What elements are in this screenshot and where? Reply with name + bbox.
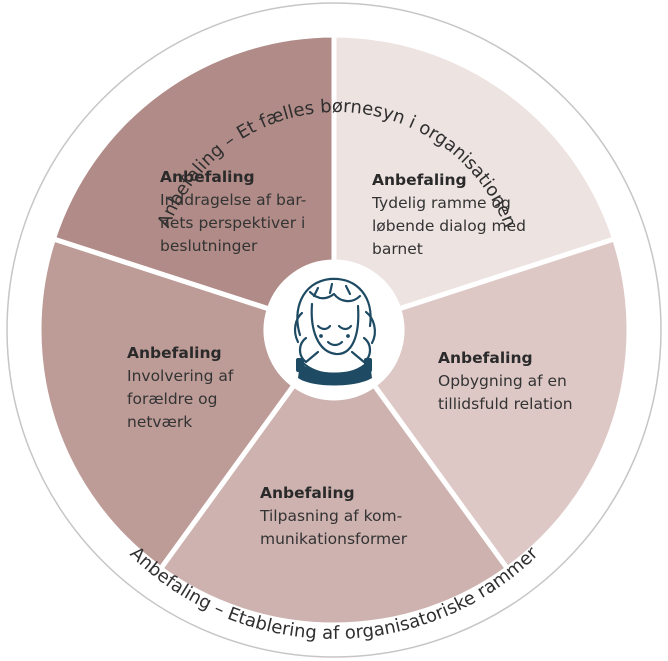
segment-title-2: Anbefaling [438,349,533,367]
segment-text-1-line-1: Tydelig ramme og [371,194,511,212]
segment-5 [50,32,337,313]
child-face-icon [293,277,376,376]
center-emblem [267,263,401,397]
segment-title-4: Anbefaling [127,344,222,362]
segment-text-1-line-3: barnet [372,240,423,258]
segment-title-5: Anbefaling [160,168,255,186]
segment-text-4-line-1: Involvering af [127,367,234,385]
segment-text-5-line-1: Inddragelse af bar- [160,191,306,209]
segment-text-1-line-2: løbende dialog med [372,217,526,235]
segment-3 [157,381,511,628]
segment-text-2-line-1: Opbygning af en [438,372,567,390]
segment-4 [36,235,298,573]
segment-2 [370,235,632,573]
segment-text-4-line-2: forældre og [127,390,218,408]
segment-text-3-line-1: Tilpasning af kom- [259,507,402,525]
segment-title-1: Anbefaling [372,171,467,189]
segment-1 [331,32,618,313]
segment-text-5-line-3: beslutninger [160,237,258,255]
segment-text-5-line-2: nets perspektiver i [160,214,305,232]
segment-text-2-line-2: tillidsfuld relation [438,395,573,413]
segment-title-3: Anbefaling [260,484,355,502]
segment-text-4-line-3: netværk [127,413,192,431]
segment-text-3-line-2: munikationsformer [260,530,408,548]
